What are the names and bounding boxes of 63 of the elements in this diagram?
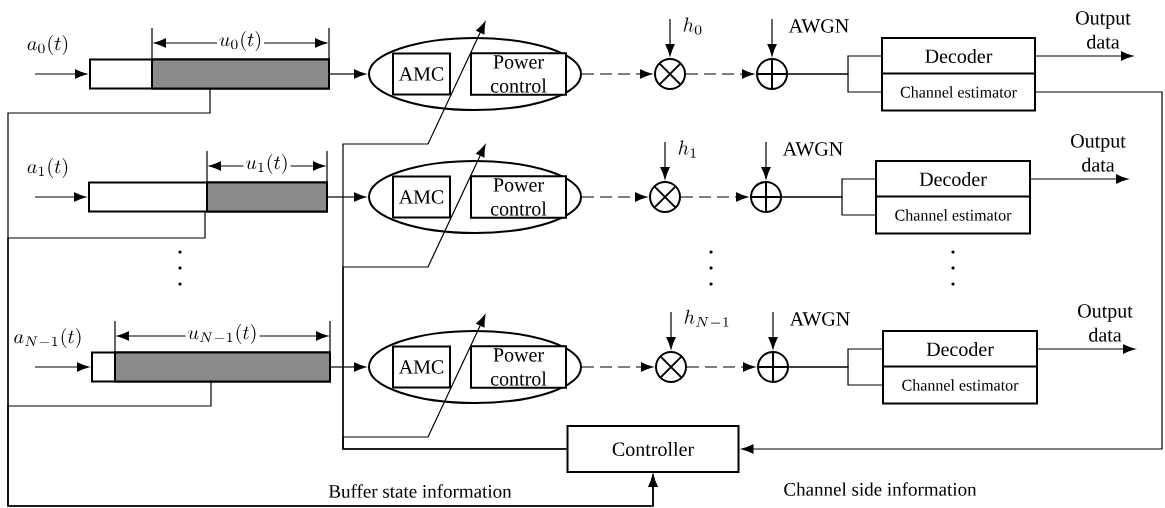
arrow — [666, 311, 676, 349]
arrow — [34, 69, 87, 79]
arrow — [741, 91, 1163, 454]
annotation-text: Channel side information — [784, 482, 977, 496]
arrow — [329, 69, 366, 79]
edge-label: AWGN — [780, 140, 846, 158]
controller-box: Controller — [566, 425, 740, 473]
edge-label: $h_{N-1}$ — [681, 307, 733, 331]
buffer-queue — [89, 58, 330, 90]
amc-box: AMC — [392, 52, 451, 96]
arrow — [342, 314, 568, 450]
buffer-queue — [91, 351, 331, 383]
arrow — [685, 69, 754, 79]
arrow — [581, 192, 647, 202]
dimension-label: $u_{1}(t)$ — [243, 152, 291, 176]
arrow — [1035, 51, 1134, 61]
arrow — [761, 141, 771, 179]
arrow — [686, 362, 755, 372]
buffer-queue — [88, 181, 328, 213]
annotation-text: Buffer state information — [328, 484, 512, 498]
estimator-box: Channel estimator — [881, 72, 1036, 112]
arrow — [330, 362, 366, 372]
edge-label: $a_{1}(t)$ — [24, 156, 72, 180]
dimension-label: $u_{0}(t)$ — [216, 29, 265, 53]
adder-symbol — [756, 58, 788, 90]
decoder-box: Decoder — [875, 160, 1031, 198]
arrow — [327, 192, 366, 202]
multiplier-symbol — [655, 351, 687, 383]
multiplier-symbol — [649, 181, 681, 213]
power-control-box: Power control — [470, 345, 567, 389]
arrow — [768, 311, 778, 349]
power-control-box: Power control — [470, 175, 567, 219]
arrow — [680, 192, 748, 202]
arrow — [665, 18, 675, 56]
decoder-box: Decoder — [881, 37, 1036, 75]
estimator-box: Channel estimator — [875, 195, 1031, 235]
edge-label: AWGN — [786, 17, 852, 35]
arrow — [1030, 174, 1129, 184]
arrow — [34, 192, 86, 202]
estimator-box: Channel estimator — [882, 365, 1038, 405]
adder-symbol — [750, 181, 782, 213]
edge-label: $a_{0}(t)$ — [24, 33, 72, 57]
amc-box: AMC — [392, 175, 451, 219]
edge-label: $h_{1}$ — [675, 138, 701, 160]
decoder-box: Decoder — [882, 330, 1038, 368]
adder-symbol — [757, 351, 789, 383]
arrow — [34, 362, 89, 372]
arrow — [7, 380, 658, 507]
arrow — [581, 362, 654, 372]
edge-label: Output data — [1073, 302, 1137, 344]
arrow — [660, 141, 670, 179]
edge-label: $a_{N-1}(t)$ — [11, 326, 85, 350]
edge-label: AWGN — [787, 310, 853, 328]
power-control-box: Power control — [470, 52, 567, 96]
edge-label: Output data — [1066, 132, 1130, 174]
arrow — [581, 69, 652, 79]
edge-label: Output data — [1071, 9, 1135, 51]
multiplier-symbol — [654, 58, 686, 90]
amc-box: AMC — [392, 345, 451, 389]
edge-label: $h_{0}$ — [680, 15, 706, 37]
arrow — [767, 18, 777, 56]
arrow — [1037, 344, 1136, 354]
dimension-label: $u_{N-1}(t)$ — [185, 322, 260, 346]
